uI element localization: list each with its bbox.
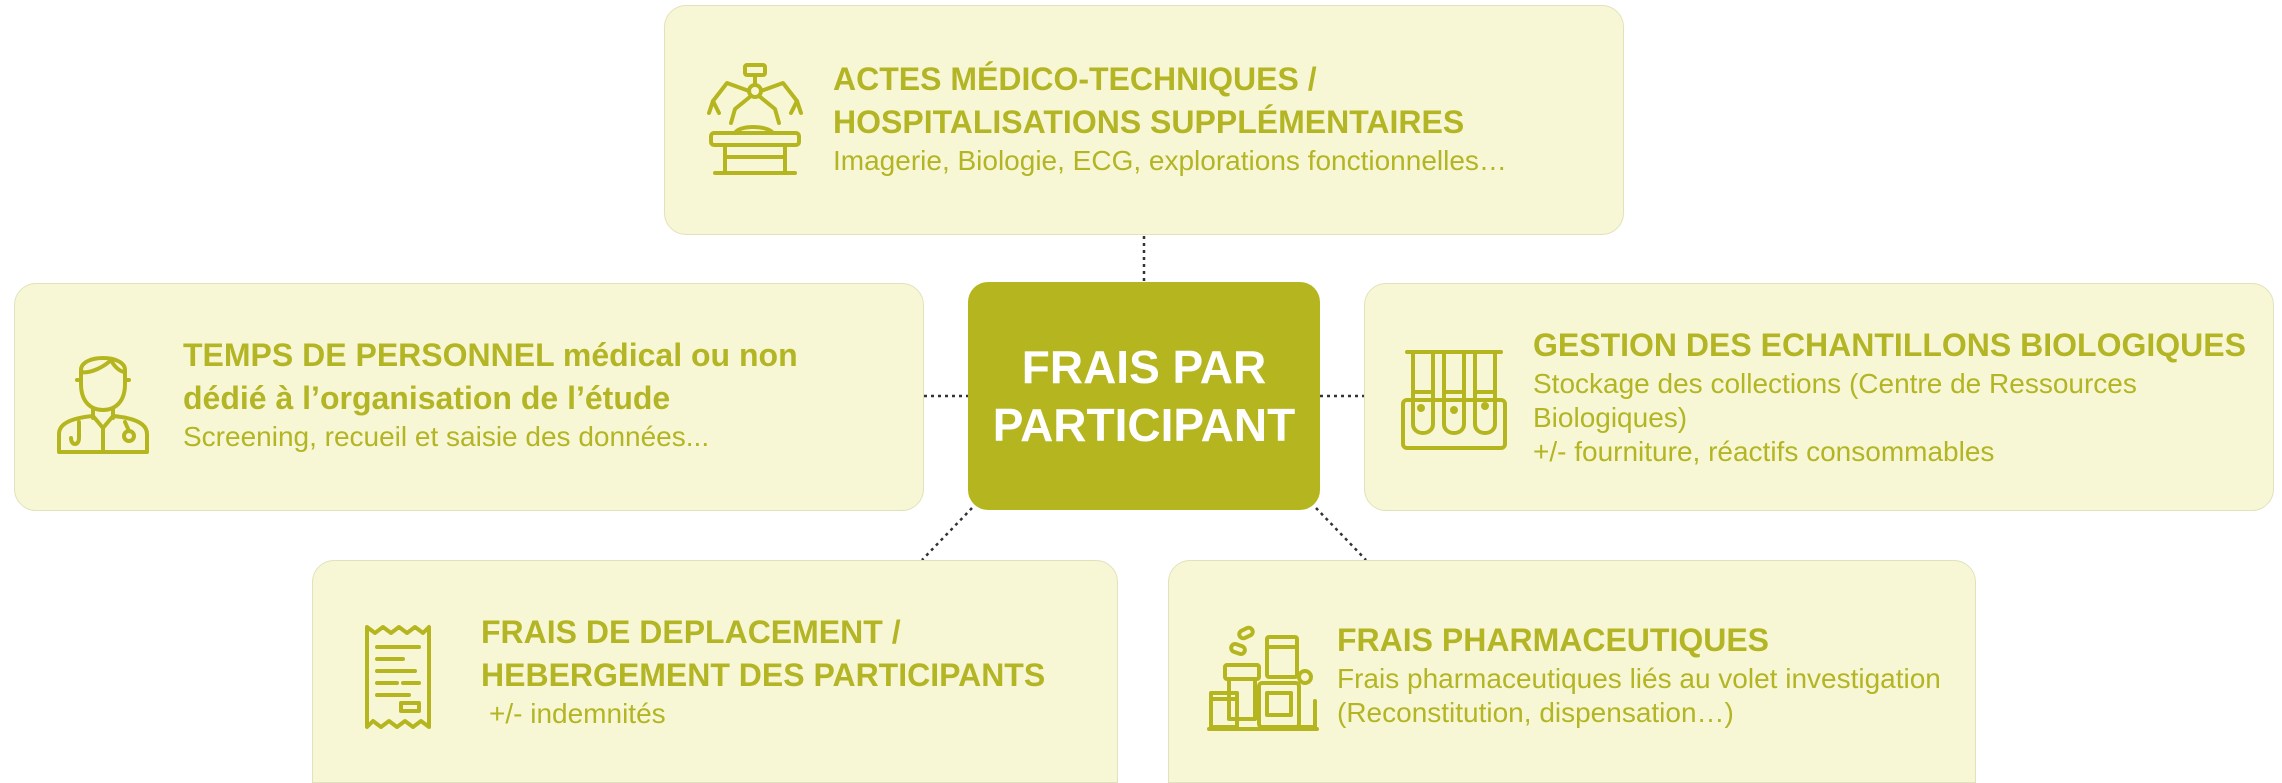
card-subtitle: Imagerie, Biologie, ECG, explorations fo… bbox=[833, 145, 1507, 176]
card-subtitle-line3: +/- fourniture, réactifs consommables bbox=[1533, 436, 1995, 467]
doctor-icon bbox=[55, 346, 151, 456]
card-actes-medico-techniques: ACTES MÉDICO-TECHNIQUES / HOSPITALISATIO… bbox=[664, 5, 1624, 235]
surgical-robot-icon bbox=[705, 61, 805, 181]
center-title-line2: PARTICIPANT bbox=[992, 399, 1296, 451]
card-subtitle: +/- indemnités bbox=[489, 698, 666, 729]
card-frais-de-deplacement: FRAIS DE DEPLACEMENT / HEBERGEMENT DES P… bbox=[312, 560, 1118, 783]
card-title-line1: TEMPS DE PERSONNEL médical ou non bbox=[183, 337, 798, 373]
card-title-line1: FRAIS PHARMACEUTIQUES bbox=[1337, 622, 1770, 658]
card-title-line1: FRAIS DE DEPLACEMENT / bbox=[481, 614, 901, 650]
card-title-line1: ACTES MÉDICO-TECHNIQUES / bbox=[833, 61, 1317, 97]
card-temps-de-personnel: TEMPS DE PERSONNEL médical ou non dédié … bbox=[14, 283, 924, 511]
card-frais-pharmaceutiques: FRAIS PHARMACEUTIQUES Frais pharmaceutiq… bbox=[1168, 560, 1976, 783]
card-title-line1: GESTION DES ECHANTILLONS BIOLOGIQUES bbox=[1533, 327, 2246, 363]
pharmacy-icon bbox=[1207, 621, 1319, 733]
card-gestion-echantillons: GESTION DES ECHANTILLONS BIOLOGIQUES Sto… bbox=[1364, 283, 2274, 511]
card-title-line2: HOSPITALISATIONS SUPPLÉMENTAIRES bbox=[833, 104, 1465, 140]
card-subtitle-line1: Frais pharmaceutiques liés au volet inve… bbox=[1337, 663, 1941, 694]
card-title-line2: dédié à l’organisation de l’étude bbox=[183, 380, 671, 416]
card-subtitle-line2: (Reconstitution, dispensation…) bbox=[1337, 697, 1734, 728]
center-title-line1: FRAIS PAR bbox=[1021, 341, 1267, 393]
receipt-icon bbox=[363, 623, 433, 731]
connector-bottom-left bbox=[921, 507, 973, 561]
card-subtitle-line1: Stockage des collections (Centre de Ress… bbox=[1533, 368, 2137, 399]
card-title-line2: HEBERGEMENT DES PARTICIPANTS bbox=[481, 657, 1046, 693]
test-tubes-icon bbox=[1399, 346, 1509, 452]
center-node-frais-par-participant: FRAIS PAR PARTICIPANT bbox=[968, 282, 1320, 510]
card-subtitle: Screening, recueil et saisie des données… bbox=[183, 421, 710, 452]
connector-bottom-right bbox=[1315, 507, 1367, 561]
card-subtitle-line2: Biologiques) bbox=[1533, 402, 1688, 433]
